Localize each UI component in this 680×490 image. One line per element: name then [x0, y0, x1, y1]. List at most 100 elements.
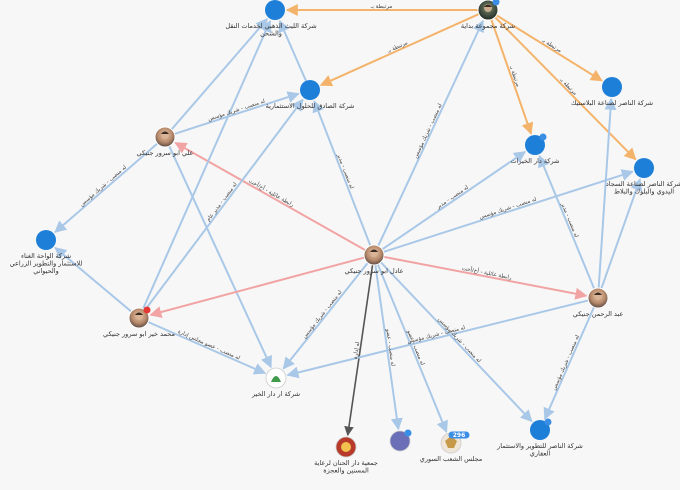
company-node-icon[interactable] — [525, 135, 545, 155]
hair-icon — [370, 249, 378, 252]
node-n15[interactable] — [389, 429, 412, 452]
node-label: اليدوي والبلوك والبلاط — [614, 188, 674, 196]
edge-n11-n8[interactable] — [54, 246, 132, 313]
node-label: علي ابو سرور جنيكي — [137, 149, 194, 157]
edge-n2-n6[interactable] — [490, 19, 534, 135]
edge-n9-n12[interactable] — [282, 262, 369, 370]
node-n9[interactable]: عادل ابو سرور جنيكي — [345, 244, 404, 275]
edge-n5-n3[interactable] — [174, 91, 300, 135]
node-label: المسنين والعجزة — [323, 467, 369, 475]
node-label: محمد خير ابو سرور جنيكي — [103, 330, 175, 338]
node-label: شركة الناصر للتطوير والاستثمار — [496, 442, 583, 450]
count-badge — [404, 429, 412, 437]
edge-n9-n11[interactable] — [149, 256, 365, 318]
edge-n10-n13[interactable] — [543, 306, 595, 421]
node-label: للاستثمار والتطوير الزراعي — [10, 260, 83, 268]
edge-label: له منصب - عضو — [384, 328, 395, 367]
edge-n11-n3[interactable] — [144, 98, 304, 311]
edge-label: له منصب - مدير — [559, 201, 579, 239]
edge-label: له منصب - شريك مؤسس — [552, 334, 582, 391]
node-n5[interactable]: علي ابو سرور جنيكي — [137, 126, 194, 157]
edge-n5-n8[interactable] — [54, 142, 159, 233]
edge-label: له منصب - شريك مؤسس — [302, 289, 344, 340]
edge-n10-n4[interactable] — [597, 97, 617, 289]
node-label: مجلس الشعب السوري — [420, 455, 483, 463]
edge-n9-n2[interactable] — [377, 19, 484, 247]
edge-label: رابطة عائلية - أخ/أخت — [247, 177, 295, 209]
count-badge — [544, 418, 552, 426]
edge-n3-n1[interactable] — [278, 19, 307, 82]
edge-n9-n10[interactable] — [383, 255, 588, 300]
edge-n11-n12[interactable] — [147, 321, 267, 375]
node-label: شركة الناصر لصناعة البلاستيك — [571, 99, 653, 107]
node-label: شركة الليث الذهبي لخدمات النقل — [225, 22, 316, 30]
edge-n9-n7[interactable] — [383, 169, 634, 253]
edge-n10-n6[interactable] — [538, 154, 596, 290]
count-badge — [448, 431, 470, 439]
hair-icon — [484, 4, 492, 7]
edge-n9-n13[interactable] — [380, 261, 533, 423]
company-node-icon[interactable] — [265, 0, 285, 20]
edge-label: له منصب - مدير — [335, 152, 354, 190]
node-label: شركة دار الخيرات — [510, 157, 559, 165]
organization-logo-icon[interactable] — [389, 430, 411, 452]
node-label: شركة ار دار الخير — [251, 390, 300, 398]
node-n2[interactable]: شركة مجموعة بداية — [461, 0, 515, 30]
node-label: العقاري — [530, 450, 551, 458]
edge-label: له منصب - شريك مؤسس — [207, 98, 266, 122]
edge-n2-n4[interactable] — [495, 14, 603, 82]
edge-n9-n15[interactable] — [374, 264, 403, 431]
edge-label: له منصب - شريك مؤسس — [79, 164, 128, 208]
edge-label: مرتبطة بـ — [540, 37, 562, 54]
edge-n9-n6[interactable] — [381, 150, 527, 251]
node-label: جمعية دار الحنان لرعاية — [314, 459, 378, 467]
edge-n5-n1[interactable] — [170, 18, 268, 131]
hair-icon — [135, 312, 143, 315]
emblem-icon — [341, 442, 351, 452]
hair-icon — [161, 131, 169, 134]
node-n10[interactable]: عبد الرحمن جنيكي — [573, 287, 624, 318]
edge-n9-n16[interactable] — [376, 263, 448, 434]
company-node-icon[interactable] — [36, 230, 56, 250]
edge-n9-n3[interactable] — [312, 100, 372, 247]
company-node-icon[interactable] — [300, 80, 320, 100]
node-label: شركة مجموعة بداية — [461, 22, 515, 30]
leaf-icon — [271, 376, 281, 382]
node-n3[interactable]: شركة الصادق للحلول الاستثمارية — [266, 80, 355, 110]
company-node-icon[interactable] — [602, 77, 622, 97]
hair-icon — [594, 292, 602, 295]
edge-n9-n14[interactable] — [344, 264, 374, 437]
edge-label: رابطة عائلية - أخ/أخت — [461, 264, 513, 281]
node-label: عبد الرحمن جنيكي — [573, 310, 624, 318]
company-node-icon[interactable] — [634, 158, 654, 178]
node-n4[interactable]: شركة الناصر لصناعة البلاستيك — [571, 77, 653, 107]
edge-n10-n12[interactable] — [286, 299, 589, 379]
edge-n10-n7[interactable] — [600, 178, 643, 289]
node-n12[interactable]: شركة ار دار الخير — [251, 367, 300, 398]
edge-n9-n5[interactable] — [174, 142, 366, 251]
edge-n5-n12[interactable] — [168, 145, 272, 369]
company-node-icon[interactable] — [530, 420, 550, 440]
node-label: شركة الواحة الغناء — [21, 252, 71, 260]
edge-n2-n3[interactable] — [319, 13, 480, 87]
edge-n2-n7[interactable] — [494, 16, 637, 161]
node-label: شركة الصادق للحلول الاستثمارية — [266, 102, 355, 110]
edge-n11-n1[interactable] — [142, 19, 272, 310]
node-label: عادل ابو سرور جنيكي — [345, 267, 404, 275]
edge-label: مرتبطة بـ — [370, 4, 393, 10]
node-n6[interactable]: شركة دار الخيرات — [510, 133, 560, 166]
edge-label: له منصب - شريك مؤسس — [479, 197, 538, 221]
edge-label: له منصب - شريك مؤسس — [436, 317, 482, 365]
node-n11[interactable]: محمد خير ابو سرور جنيكي — [103, 306, 175, 339]
edge-label: له منصب - عضو — [405, 328, 425, 366]
count-badge — [539, 133, 547, 141]
edge-label: له منصب - شريك مؤسس — [413, 103, 444, 160]
node-label: والشحن — [260, 30, 282, 38]
